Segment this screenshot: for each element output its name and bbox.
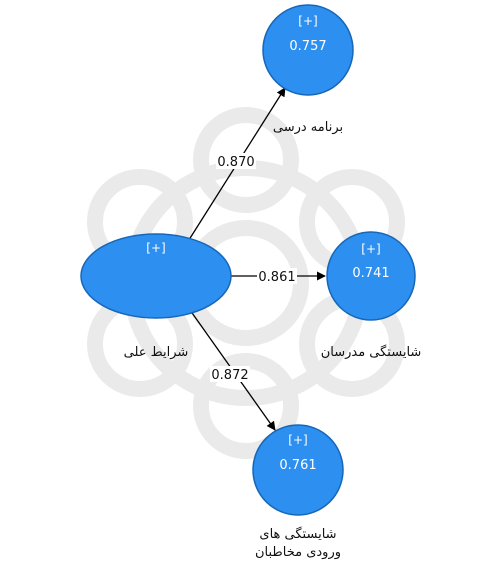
path-coefficient-teacher-competence: 0.861 [258,270,295,285]
expand-toggle[interactable]: [+] [298,14,317,28]
expand-toggle[interactable]: [+] [288,433,307,447]
node-curriculum[interactable]: [+] 0.757 برنامه درسی [262,4,354,135]
node-entrant-competence-label-line-1: شایستگی های [259,526,336,542]
path-coefficients: 0.870 0.861 0.872 [210,153,297,383]
node-entrant-competence[interactable]: [+] 0.761 شایستگی های ورودی مخاطبان [252,424,344,560]
expand-toggle[interactable]: [+] [146,241,165,255]
path-coefficient-entrant-competence: 0.872 [211,368,248,383]
node-curriculum-r2: 0.757 [289,39,326,54]
node-teacher-competence-label: شایستگی مدرسان [321,344,422,360]
node-causal-conditions[interactable]: [+] شرایط علی [80,233,232,360]
node-teacher-competence-shape[interactable] [326,231,416,321]
node-causal-conditions-label: شرایط علی [124,345,189,360]
node-curriculum-shape[interactable] [262,4,354,96]
path-coefficient-curriculum: 0.870 [217,155,254,170]
node-teacher-competence[interactable]: [+] 0.741 شایستگی مدرسان [321,231,422,360]
expand-toggle[interactable]: [+] [361,242,380,256]
node-causal-conditions-shape[interactable] [80,233,232,319]
node-entrant-competence-shape[interactable] [252,424,344,516]
node-curriculum-label: برنامه درسی [273,120,343,135]
node-entrant-competence-label-line-2: ورودی مخاطبان [255,545,341,560]
path-coefficient-bg [257,268,297,284]
path-coefficient-bg [210,366,250,382]
node-entrant-competence-r2: 0.761 [279,458,316,473]
node-teacher-competence-r2: 0.741 [352,266,389,281]
path-coefficient-bg [216,153,256,169]
